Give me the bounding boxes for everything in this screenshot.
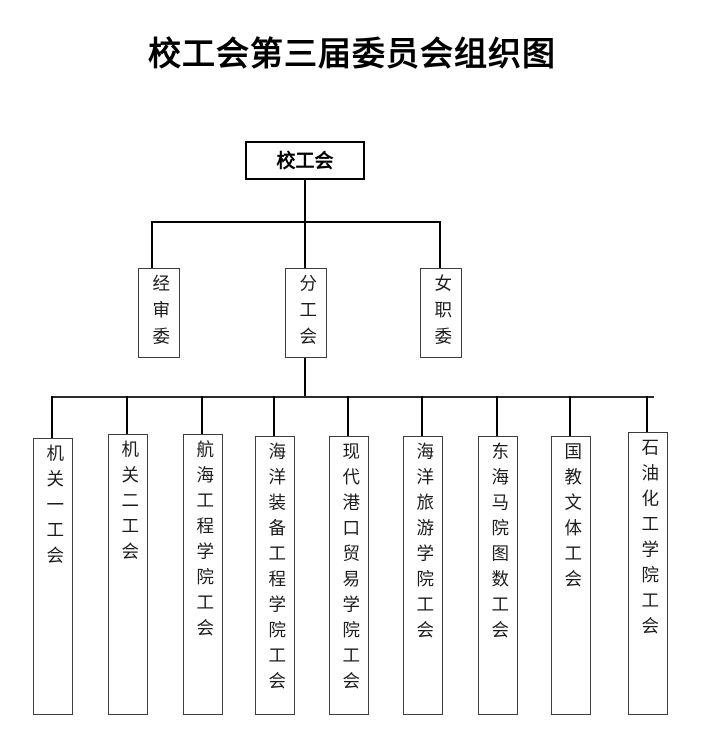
node-level3-6[interactable]: 海洋旅游学院工会 bbox=[403, 436, 443, 715]
connector-drop-level2-1 bbox=[151, 221, 153, 268]
node-level2-nvzhiwei[interactable]: 女职委 bbox=[420, 268, 462, 358]
node-level3-9[interactable]: 石油化工学院工会 bbox=[628, 432, 668, 715]
connector-bus-level3 bbox=[51, 396, 654, 398]
node-level3-4-label: 海洋装备工程学院工会 bbox=[265, 442, 286, 697]
node-level3-1[interactable]: 机关一工会 bbox=[33, 438, 73, 715]
node-level3-8-label: 国教文体工会 bbox=[561, 442, 582, 595]
connector-drop-level3-7 bbox=[496, 396, 498, 436]
node-level3-9-label: 石油化工学院工会 bbox=[638, 438, 659, 642]
node-level3-1-label: 机关一工会 bbox=[43, 444, 64, 572]
node-level3-8-textwrap: 国教文体工会 bbox=[552, 442, 590, 711]
connector-drop-level2-2 bbox=[304, 221, 306, 268]
connector-drop-level3-4 bbox=[273, 396, 275, 436]
node-level3-6-textwrap: 海洋旅游学院工会 bbox=[404, 442, 442, 711]
node-level2-fengonghui[interactable]: 分工会 bbox=[285, 268, 327, 358]
node-level3-5-textwrap: 现代港口贸易学院工会 bbox=[330, 442, 368, 711]
node-level3-1-textwrap: 机关一工会 bbox=[34, 444, 72, 711]
node-level3-4-textwrap: 海洋装备工程学院工会 bbox=[256, 442, 294, 711]
node-level3-2[interactable]: 机关二工会 bbox=[108, 434, 148, 715]
connector-drop-level2-3 bbox=[439, 221, 441, 268]
node-level3-8[interactable]: 国教文体工会 bbox=[551, 436, 591, 715]
node-level3-3-textwrap: 航海工程学院工会 bbox=[184, 440, 222, 711]
connector-bus-level2 bbox=[152, 221, 441, 223]
node-root-label: 校工会 bbox=[276, 149, 334, 172]
node-root[interactable]: 校工会 bbox=[245, 141, 365, 180]
connector-root-stem bbox=[304, 180, 306, 223]
connector-drop-level3-5 bbox=[347, 396, 349, 436]
node-level2-fengonghui-textwrap: 分工会 bbox=[286, 274, 326, 354]
node-level3-3-label: 航海工程学院工会 bbox=[193, 440, 214, 644]
node-level2-nvzhiwei-label: 女职委 bbox=[431, 274, 452, 354]
node-level3-9-textwrap: 石油化工学院工会 bbox=[629, 438, 667, 711]
node-level2-jingshenwei-textwrap: 经审委 bbox=[139, 274, 179, 354]
node-level3-7-textwrap: 东海马院图数工会 bbox=[479, 442, 517, 711]
connector-drop-level3-6 bbox=[421, 396, 423, 436]
node-level3-2-label: 机关二工会 bbox=[118, 440, 139, 568]
connector-drop-level3-3 bbox=[201, 396, 203, 434]
node-level3-7-label: 东海马院图数工会 bbox=[488, 442, 509, 646]
page-title: 校工会第三届委员会组织图 bbox=[148, 34, 556, 73]
connector-drop-level3-1 bbox=[51, 396, 53, 438]
connector-fgh-stem bbox=[304, 358, 306, 397]
node-level3-3[interactable]: 航海工程学院工会 bbox=[183, 434, 223, 715]
connector-drop-level3-2 bbox=[126, 396, 128, 434]
node-level3-4[interactable]: 海洋装备工程学院工会 bbox=[255, 436, 295, 715]
node-level2-nvzhiwei-textwrap: 女职委 bbox=[421, 274, 461, 354]
node-level3-5[interactable]: 现代港口贸易学院工会 bbox=[329, 436, 369, 715]
node-level2-jingshenwei[interactable]: 经审委 bbox=[138, 268, 180, 358]
node-level2-fengonghui-label: 分工会 bbox=[296, 274, 317, 354]
node-level3-6-label: 海洋旅游学院工会 bbox=[413, 442, 434, 646]
connector-drop-level3-8 bbox=[569, 396, 571, 436]
node-level3-7[interactable]: 东海马院图数工会 bbox=[478, 436, 518, 715]
connector-drop-level3-9 bbox=[646, 396, 648, 432]
node-level2-jingshenwei-label: 经审委 bbox=[149, 274, 170, 354]
node-level3-2-textwrap: 机关二工会 bbox=[109, 440, 147, 711]
node-level3-5-label: 现代港口贸易学院工会 bbox=[339, 442, 360, 697]
